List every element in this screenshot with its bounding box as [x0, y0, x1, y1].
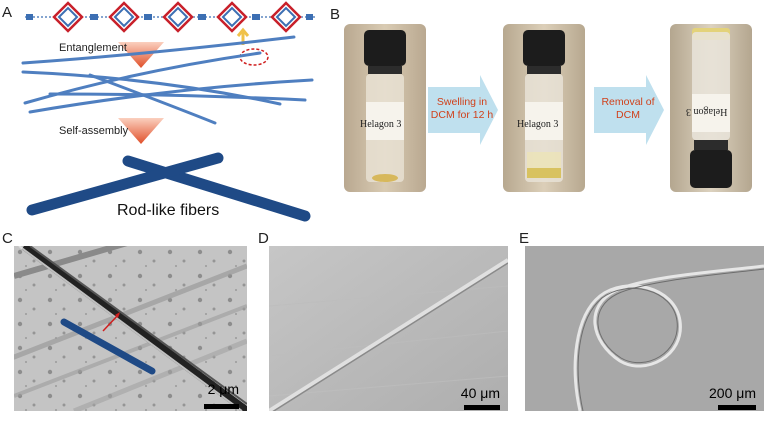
red-arrow-icon — [115, 312, 120, 318]
sem-image-e: 200 μm — [525, 246, 764, 411]
sem-image-d: 40 μm — [269, 246, 508, 411]
scale-bar-c — [204, 404, 239, 409]
chain-unit — [306, 14, 313, 20]
scale-label-d: 40 μm — [460, 385, 500, 401]
panel-a-schematic — [21, 1, 315, 222]
scale-label-e: 200 μm — [709, 385, 756, 401]
chain-diamond — [216, 1, 248, 33]
rod-fibers — [26, 152, 311, 222]
zoom-ellipse — [239, 48, 269, 66]
scale-bar-d — [464, 405, 500, 410]
entangled-strands — [21, 35, 314, 125]
entanglement-label: Entanglement — [59, 42, 127, 54]
vial-label-2: Helagon 3 — [517, 119, 559, 130]
chain-unit — [144, 14, 152, 20]
sem-image-c: 2 μm — [14, 246, 247, 411]
flow-arrow-2 — [594, 75, 664, 145]
panel-b-letter: B — [330, 6, 341, 23]
vial-photo-1: Helagon 3 — [344, 24, 426, 192]
scale-bar-e — [718, 405, 756, 410]
step-1-line-2: DCM for 12 h — [430, 109, 494, 121]
panel-e-letter: E — [519, 230, 530, 247]
chain-diamond — [52, 1, 84, 33]
flow-arrow-1 — [428, 75, 498, 145]
self-assembly-label: Self-assembly — [59, 125, 129, 137]
vial-label-1: Helagon 3 — [360, 119, 402, 130]
panel-d-letter: D — [258, 230, 269, 247]
down-arrow-icon — [118, 118, 164, 144]
fibers-label: Rod-like fibers — [117, 202, 220, 219]
chain-diamond — [108, 1, 140, 33]
monomer-chain — [25, 1, 315, 33]
chain-diamond — [162, 1, 194, 33]
step-2-line-1: Removal of — [601, 96, 655, 108]
down-arrow-icon — [118, 42, 164, 68]
vial-photo-2: Helagon 3 — [503, 24, 585, 192]
step-2-text: Removal of DCM — [596, 96, 660, 122]
step-1-text: Swelling in DCM for 12 h — [430, 96, 494, 122]
chain-unit — [26, 14, 33, 20]
panel-c-letter: C — [2, 230, 13, 247]
panel-a-letter: A — [2, 4, 13, 21]
rod-overlay — [60, 318, 156, 375]
step-2-line-2: DCM — [616, 109, 640, 121]
chain-unit — [198, 14, 206, 20]
vial-label-3: Helagon 3 — [686, 106, 728, 117]
chain-unit — [252, 14, 260, 20]
scale-label-c: 2 μm — [207, 381, 239, 397]
vial-photo-3: Helagon 3 — [670, 24, 752, 192]
chain-diamond — [270, 1, 302, 33]
step-1-line-1: Swelling in — [436, 96, 488, 108]
chain-unit — [90, 14, 98, 20]
